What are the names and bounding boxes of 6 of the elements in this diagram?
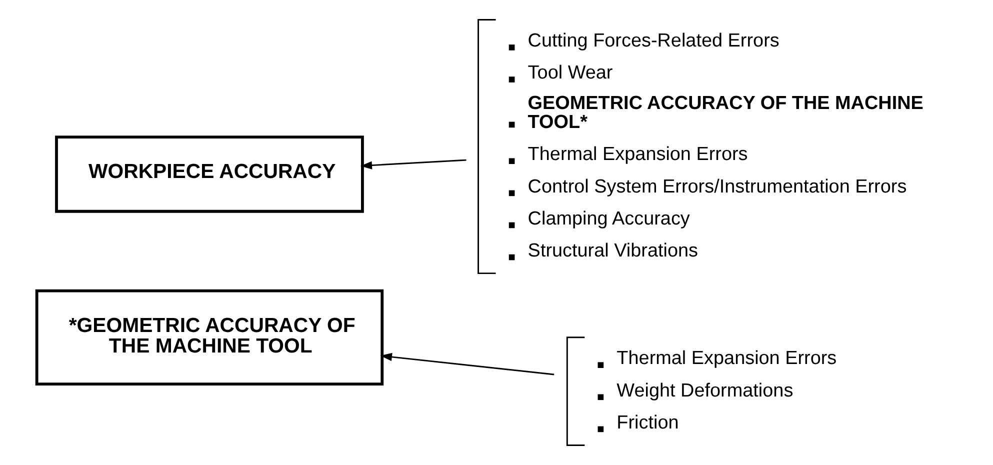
arrow xyxy=(360,159,466,170)
node-text: Cutting Forces-Related Errors Tool Wear GEOMETRIC ACCURACY OF THE MACHINE TOOL* Thermal Expansion Errors Control System Errors/Instrumentation Errors Clamping Accuracy Structural Vibrations xyxy=(528,30,924,262)
node-box: WORKPIECE ACCURACY xyxy=(55,136,364,213)
node-text: Thermal Expansion Errors Weight Deformations Friction xyxy=(616,348,837,434)
node-box: *GEOMETRIC ACCURACY OF THE MACHINE TOOL xyxy=(35,289,384,386)
arrow xyxy=(380,352,554,376)
